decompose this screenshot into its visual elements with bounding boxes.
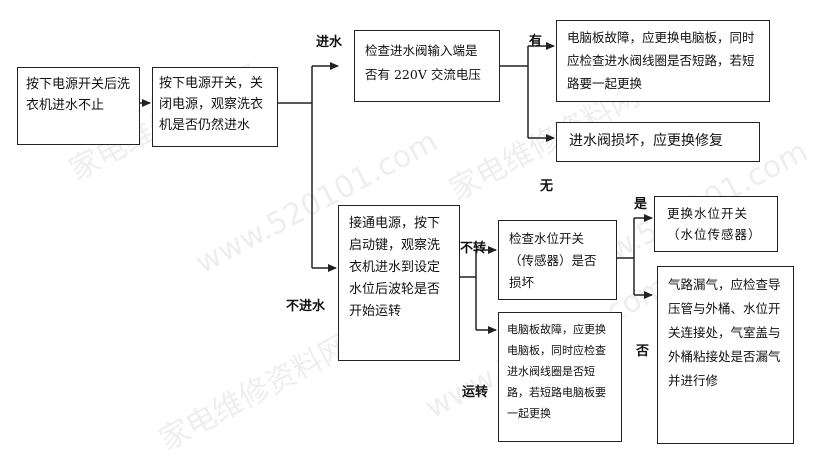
board-fault-node: 电脑板故障，应更换电脑板，同时应检查进水阀线圈是否短路，若短路要一起更换 <box>556 20 770 102</box>
label-no: 否 <box>636 344 650 359</box>
check-valve-input-node: 检查进水阀输入端是否有 220V 交流电压 <box>354 30 500 102</box>
replace-level-switch-node: 更换水位开关（水位传感器） <box>654 196 778 252</box>
valve-damaged-node: 进水阀损坏，应更换修复 <box>556 122 760 162</box>
air-leak-node: 气路漏气，应检查导压管与外桶、水位开关连接处，气室盖与外桶粘接处是否漏气并进行修 <box>657 266 794 444</box>
start-node: 按下电源开关后洗衣机进水不止 <box>17 67 140 145</box>
label-no-water-in: 不进水 <box>286 299 326 314</box>
label-no-voltage: 无 <box>540 179 554 194</box>
label-yes-voltage: 有 <box>529 34 543 49</box>
power-off-check-node: 按下电源开关，关闭电源，观察洗衣机是否仍然进水 <box>152 67 278 147</box>
board-fault-2-node: 电脑板故障，应更换电脑板，同时应检查进水阀线圈是否短路，若短路电脑板要一起更换 <box>498 312 622 442</box>
check-level-switch-node: 检查水位开关（传感器）是否损坏 <box>498 220 617 300</box>
label-yes: 是 <box>634 197 648 212</box>
label-not-rotating: 不转 <box>460 241 487 256</box>
label-rotating: 运转 <box>462 385 489 400</box>
power-on-check-node: 接通电源，按下启动键，观察洗衣机进水到设定水位后波轮是否开始运转 <box>338 205 460 361</box>
label-water-in: 进水 <box>316 35 343 50</box>
